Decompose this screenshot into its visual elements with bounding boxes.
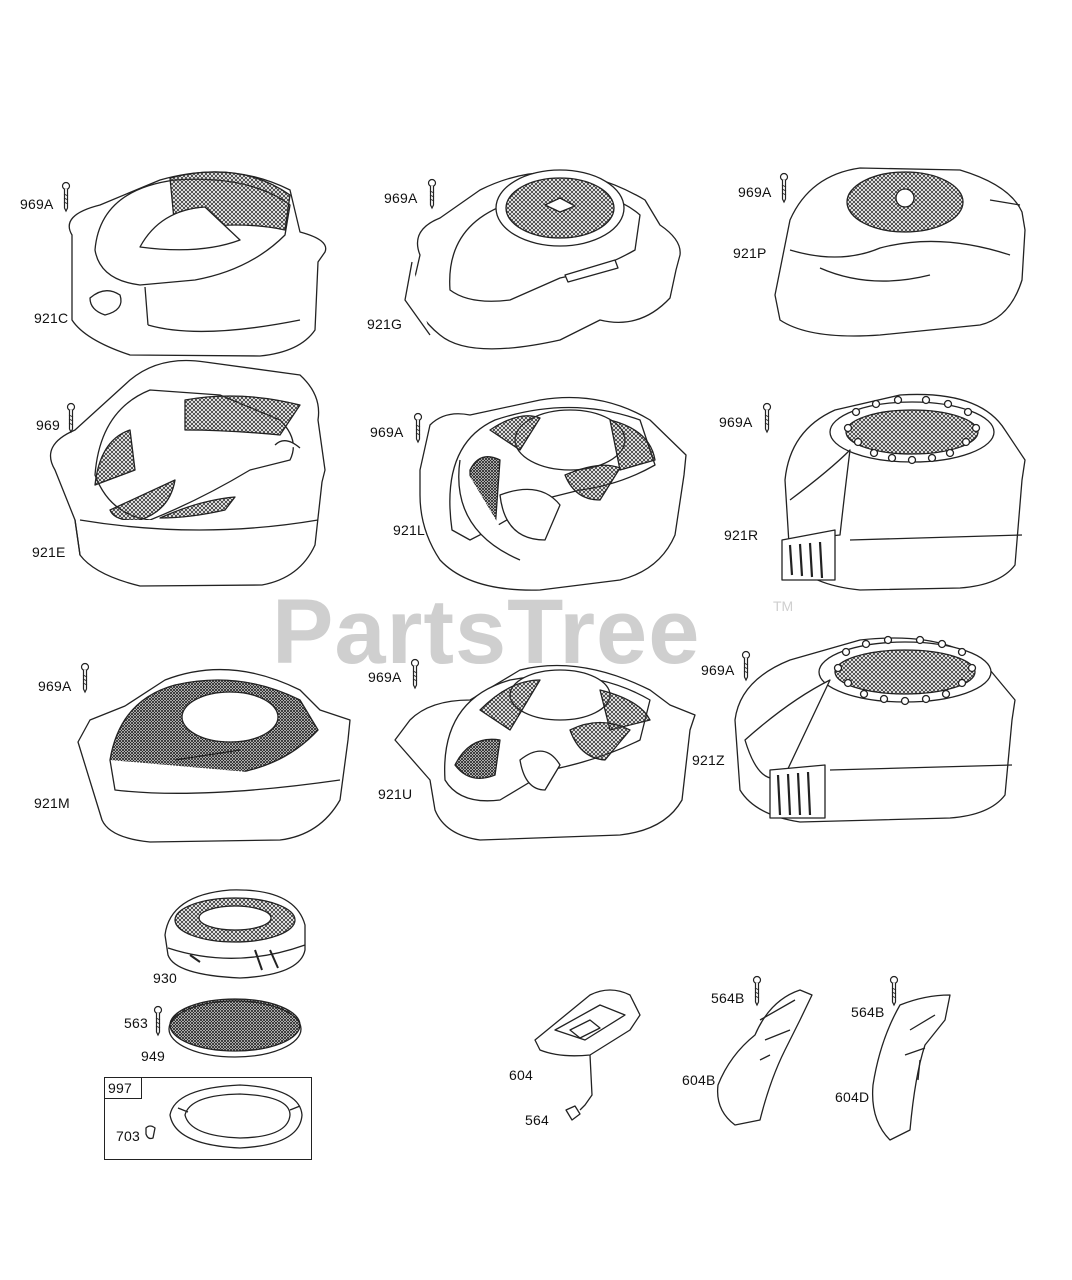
callout-949: 949	[141, 1048, 165, 1064]
part-997-ring	[169, 1084, 303, 1149]
part-604B	[716, 989, 813, 1126]
part-930	[164, 889, 306, 979]
callout-969A: 969A	[368, 669, 402, 685]
part-921E	[49, 359, 326, 587]
part-921U	[394, 664, 696, 841]
part-921G	[404, 169, 681, 350]
part-921L	[419, 396, 687, 591]
callout-604D: 604D	[835, 1089, 870, 1105]
callout-969A: 969A	[20, 196, 54, 212]
kit-box-997	[104, 1077, 312, 1160]
part-921M	[77, 668, 351, 843]
callout-969A: 969A	[701, 662, 735, 678]
callout-921G: 921G	[367, 316, 403, 332]
callout-969A: 969A	[384, 190, 418, 206]
part-703	[145, 1125, 156, 1140]
callout-921C: 921C	[34, 310, 69, 326]
callout-969: 969	[36, 417, 60, 433]
callout-564: 564	[525, 1112, 549, 1128]
part-604D	[871, 994, 951, 1141]
callout-969A: 969A	[38, 678, 72, 694]
part-604	[534, 989, 641, 1111]
callout-921M: 921M	[34, 795, 70, 811]
callout-969A: 969A	[719, 414, 753, 430]
callout-921U: 921U	[378, 786, 413, 802]
callout-564B: 564B	[851, 1004, 885, 1020]
callout-969A: 969A	[370, 424, 404, 440]
callout-564B: 564B	[711, 990, 745, 1006]
watermark: PartsTree	[272, 581, 701, 683]
part-949	[168, 998, 302, 1058]
part-921P	[774, 167, 1026, 337]
kit-box-997-tab	[104, 1077, 142, 1099]
callout-921L: 921L	[393, 522, 425, 538]
callout-921Z: 921Z	[692, 752, 725, 768]
callout-921R: 921R	[724, 527, 759, 543]
kit-box-997-top	[140, 1077, 311, 1078]
callout-604: 604	[509, 1067, 533, 1083]
watermark-trademark: TM	[773, 598, 794, 614]
part-921C	[68, 171, 327, 357]
part-564	[565, 1105, 581, 1121]
callout-930: 930	[153, 970, 177, 986]
callout-604B: 604B	[682, 1072, 716, 1088]
callout-921P: 921P	[733, 245, 767, 261]
callout-703: 703	[116, 1128, 140, 1144]
part-921R	[781, 393, 1026, 591]
callout-921E: 921E	[32, 544, 66, 560]
part-921Z	[734, 635, 1016, 823]
callout-969A: 969A	[738, 184, 772, 200]
callout-563: 563	[124, 1015, 148, 1031]
callout-997: 997	[108, 1080, 132, 1096]
